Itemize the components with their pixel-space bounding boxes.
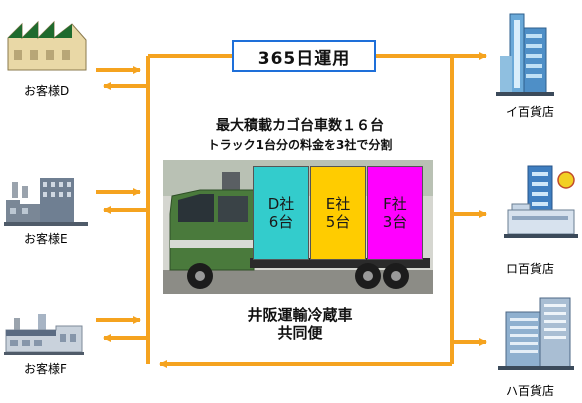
operation-title: 365日運用 — [232, 40, 376, 72]
truck-name: 井阪運輸冷蔵車 共同便 — [160, 306, 440, 342]
segment-e-company: E社 — [325, 195, 351, 213]
segment-d-company: D社 — [267, 195, 295, 213]
customer-e-label: お客様E — [24, 232, 68, 246]
store-ro-icon — [504, 165, 578, 238]
arrow-network — [96, 52, 487, 368]
truck-name-line2: 共同便 — [277, 324, 323, 342]
segment-f-company: F社 — [383, 195, 407, 213]
store-ha-icon — [498, 297, 574, 370]
store-i-label: イ百貨店 — [506, 105, 555, 119]
factory-d-icon — [7, 20, 87, 71]
cost-split-text: トラック1台分の料金を3社で分割 — [207, 138, 393, 152]
store-ha-label: ハ百貨店 — [506, 384, 555, 398]
store-i-icon — [496, 13, 554, 96]
segment-f: F社 3台 — [367, 166, 423, 260]
segment-e-count: 5台 — [325, 213, 351, 231]
segment-f-count: 3台 — [382, 213, 408, 231]
store-ro-label: ロ百貨店 — [506, 262, 555, 276]
segment-d: D社 6台 — [253, 166, 309, 260]
segment-d-count: 6台 — [268, 213, 294, 231]
capacity-text: 最大積載カゴ台車数１６台 — [216, 118, 384, 134]
factory-e-icon — [4, 178, 88, 226]
customer-f-label: お客様F — [24, 362, 67, 376]
customer-d-label: お客様D — [24, 84, 70, 98]
segment-e: E社 5台 — [310, 166, 366, 260]
factory-f-icon — [4, 314, 84, 355]
truck-name-line1: 井阪運輸冷蔵車 — [247, 306, 353, 324]
